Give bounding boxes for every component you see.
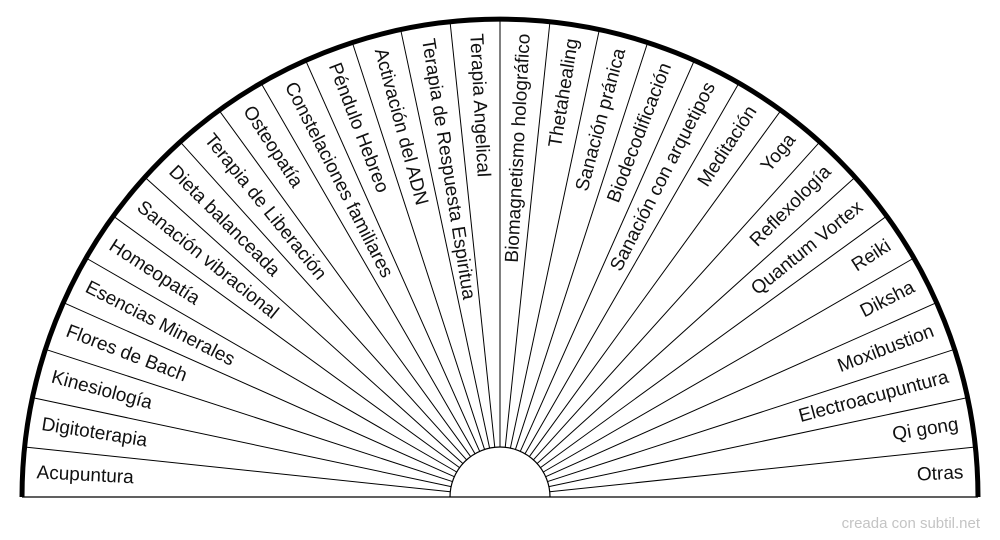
sector-divider bbox=[179, 141, 467, 461]
sector-label: Reiki bbox=[848, 235, 895, 276]
sector-divider bbox=[45, 348, 453, 483]
sector-divider bbox=[449, 21, 496, 448]
sector-label: Kinesiología bbox=[49, 367, 155, 414]
sector-label: Yoga bbox=[757, 129, 800, 176]
sector-divider bbox=[545, 302, 937, 478]
sector-label: Moxibustion bbox=[835, 321, 937, 377]
sector-divider bbox=[547, 348, 955, 483]
sector-label: Digitoterapia bbox=[40, 414, 149, 451]
sector-label: Biomagnetismo holográfico bbox=[502, 33, 535, 263]
sector-divider bbox=[549, 446, 976, 493]
sector-divider bbox=[543, 257, 915, 473]
sector-divider bbox=[24, 446, 451, 493]
sector-divider bbox=[548, 397, 968, 488]
sector-label: Quantum Vortex bbox=[747, 197, 867, 300]
sector-divider bbox=[528, 109, 782, 457]
sector-label: Qi gong bbox=[891, 414, 960, 445]
sector-divider bbox=[524, 82, 740, 454]
sector-label: Otras bbox=[916, 462, 963, 485]
sector-label: Terapia Angelical bbox=[465, 33, 493, 178]
sector-divider bbox=[218, 109, 472, 457]
sector-divider bbox=[85, 257, 457, 473]
sector-divider bbox=[536, 176, 856, 464]
sector-divider bbox=[514, 42, 649, 450]
sector-divider bbox=[519, 60, 695, 452]
sector-divider bbox=[305, 60, 481, 452]
sector-divider bbox=[504, 21, 551, 448]
sector-divider bbox=[144, 176, 464, 464]
sector-dividers bbox=[24, 19, 976, 493]
sector-divider bbox=[509, 29, 600, 449]
inner-hub-arc bbox=[449, 446, 551, 498]
sector-divider bbox=[260, 82, 476, 454]
sector-divider bbox=[32, 397, 452, 488]
sector-divider bbox=[112, 215, 460, 469]
sector-label: Acupuntura bbox=[36, 462, 135, 488]
sector-divider bbox=[400, 29, 491, 449]
sector-divider bbox=[533, 141, 821, 461]
sector-divider bbox=[351, 42, 486, 450]
sector-divider bbox=[63, 302, 455, 478]
credit-text: creada con subtil.net bbox=[841, 515, 980, 532]
sector-divider bbox=[540, 215, 888, 469]
outer-arc bbox=[19, 16, 981, 498]
